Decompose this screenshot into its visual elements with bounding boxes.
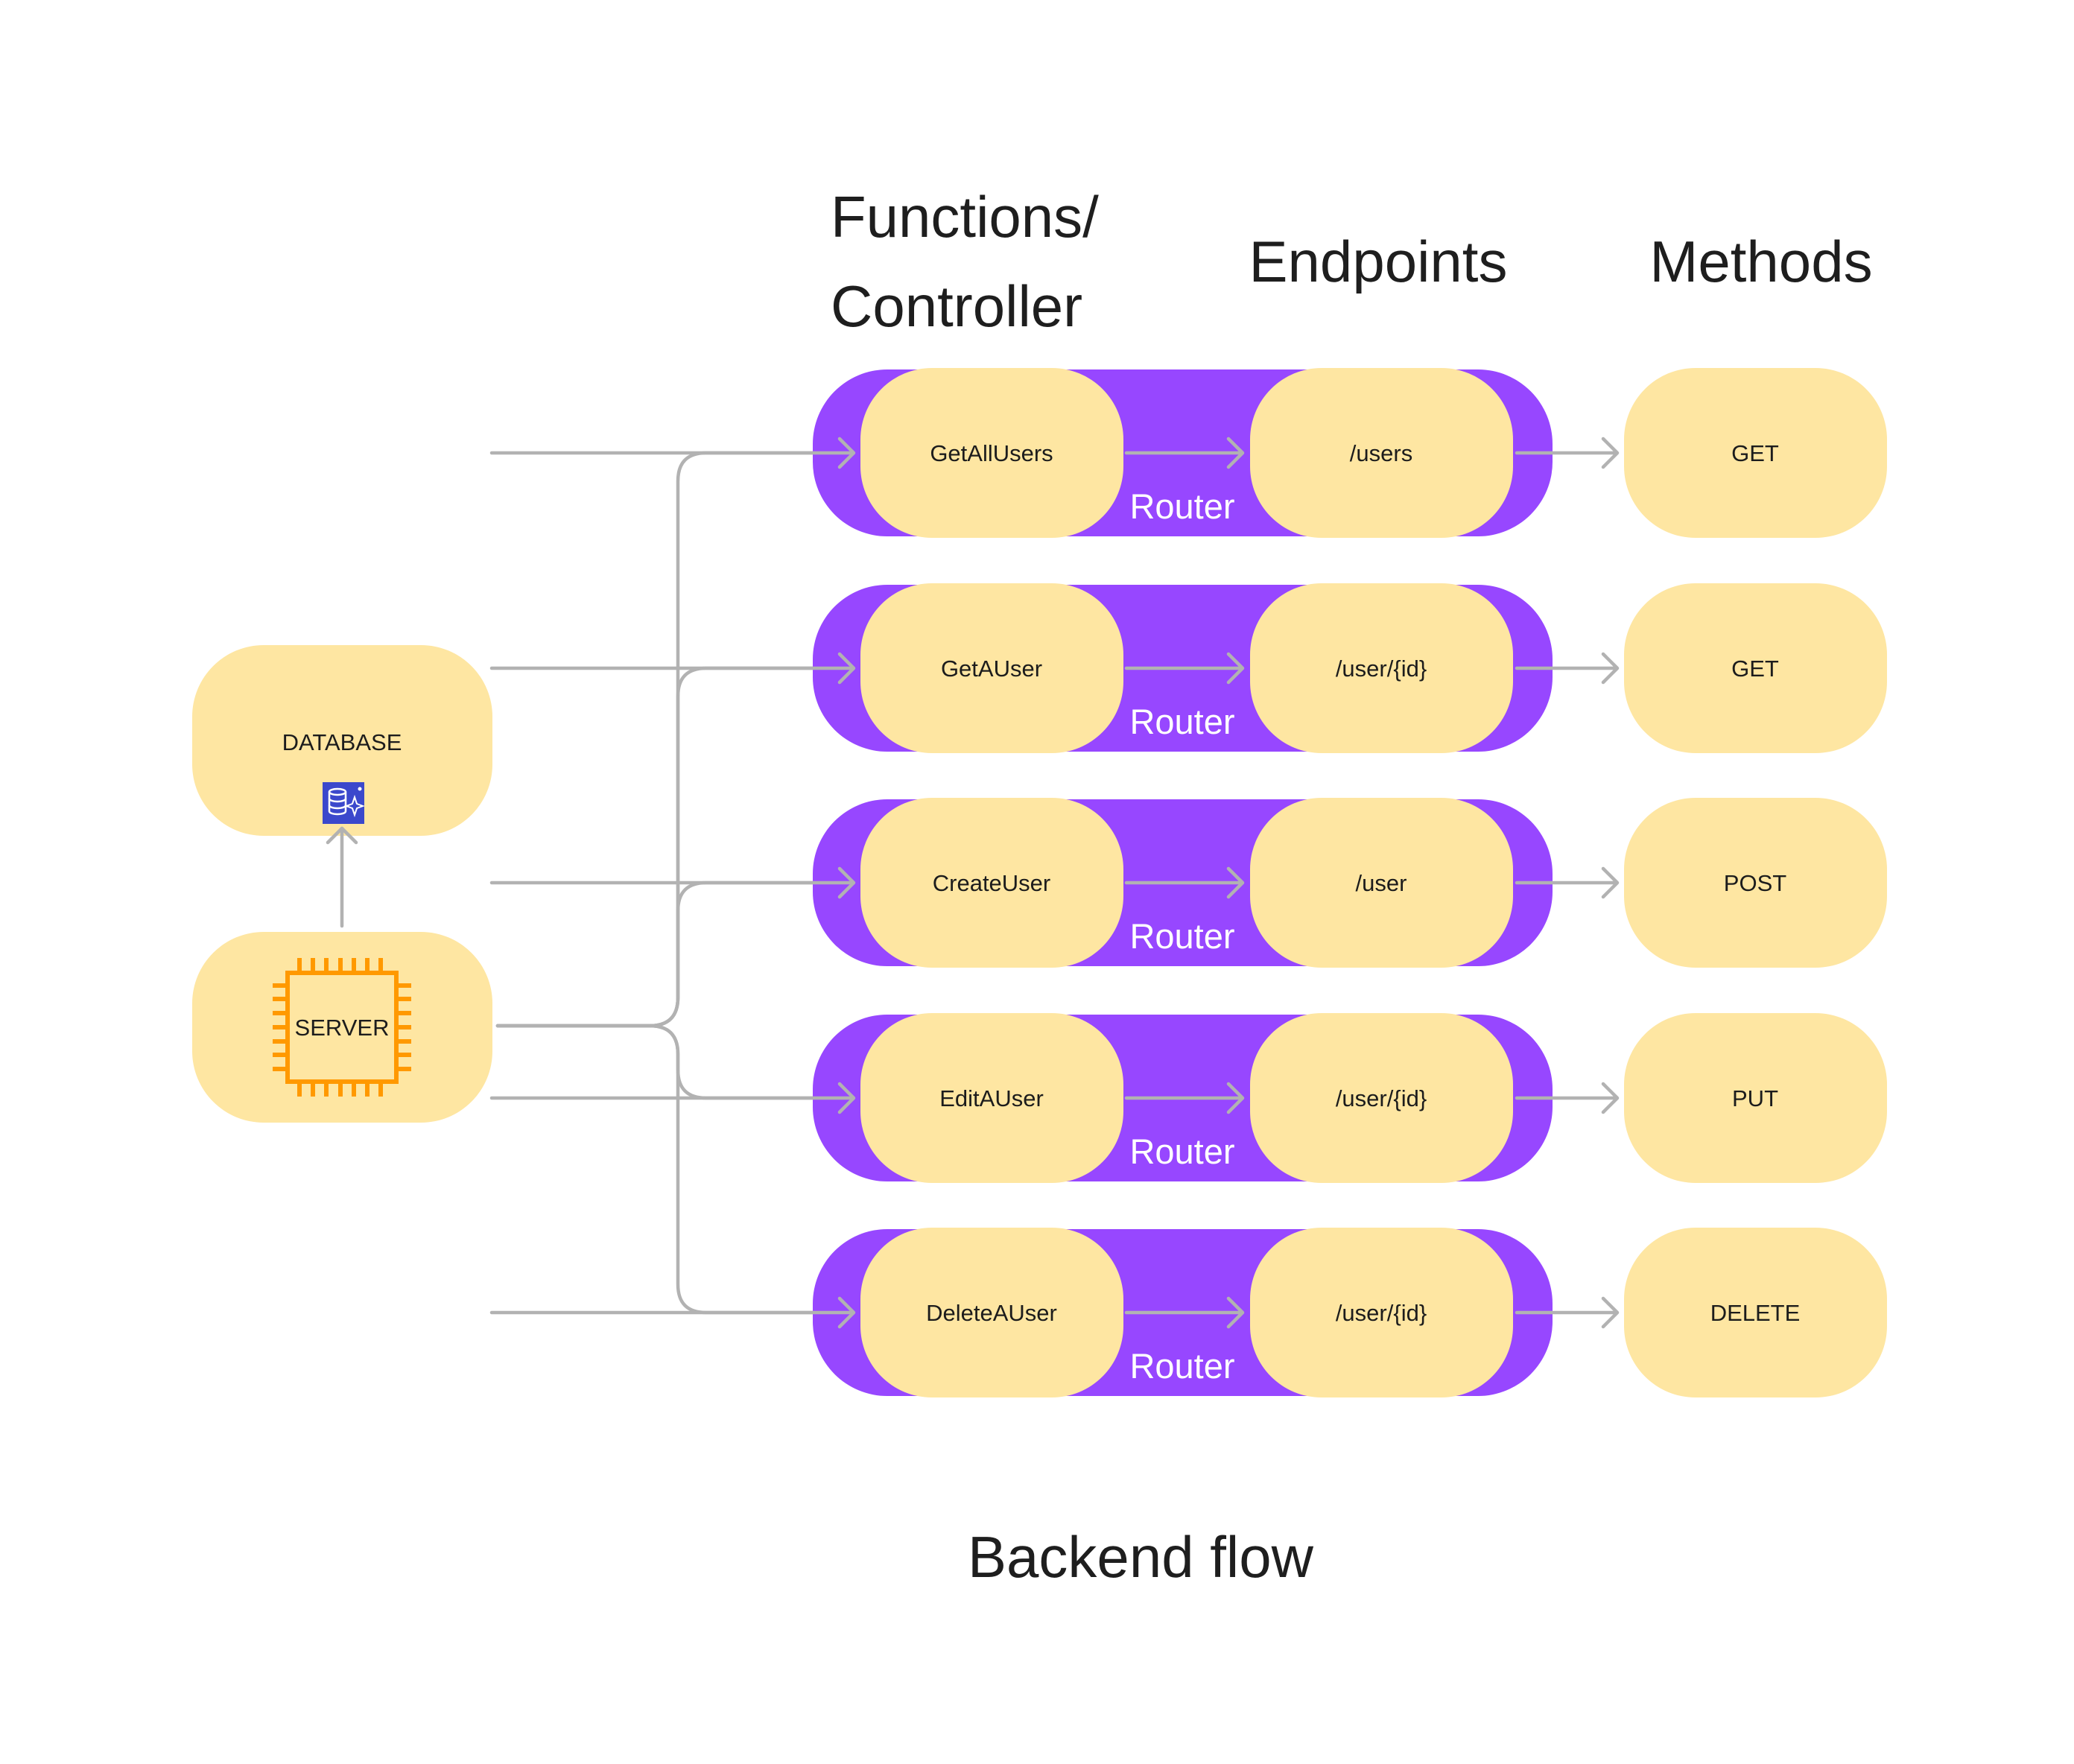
server-to-function-connector xyxy=(495,666,856,1028)
router-label: Router xyxy=(1129,1346,1234,1386)
footer-title: Backend flow xyxy=(968,1524,1314,1590)
server-label: SERVER xyxy=(295,1015,390,1041)
function-label: GetAUser xyxy=(941,656,1042,682)
arrow-to-function xyxy=(489,437,856,469)
endpoint-node[interactable]: /user xyxy=(1250,798,1513,968)
method-node[interactable]: GET xyxy=(1624,583,1887,753)
arrow-to-function xyxy=(489,1082,856,1114)
function-node[interactable]: GetAllUsers xyxy=(860,368,1123,538)
function-node[interactable]: DeleteAUser xyxy=(860,1228,1123,1397)
server-to-function-connector xyxy=(495,881,856,1028)
function-label: DeleteAUser xyxy=(926,1300,1057,1326)
database-label: DATABASE xyxy=(282,729,402,755)
method-label: PUT xyxy=(1732,1085,1778,1111)
function-to-endpoint-arrow xyxy=(1124,866,1245,899)
function-node[interactable]: CreateUser xyxy=(860,798,1123,968)
database-node[interactable]: DATABASE xyxy=(192,645,492,836)
endpoint-label: /user/{id} xyxy=(1336,656,1427,682)
endpoint-to-method-arrow xyxy=(1515,866,1620,899)
function-label: EditAUser xyxy=(939,1085,1044,1111)
endpoint-label: /users xyxy=(1350,440,1412,466)
endpoint-label: /user/{id} xyxy=(1336,1300,1427,1326)
router-label: Router xyxy=(1129,916,1234,956)
router-label: Router xyxy=(1129,1132,1234,1171)
method-node[interactable]: DELETE xyxy=(1624,1228,1887,1397)
endpoint-label: /user/{id} xyxy=(1336,1085,1427,1111)
endpoint-node[interactable]: /user/{id} xyxy=(1250,1013,1513,1183)
arrow-to-function xyxy=(489,652,856,685)
function-label: CreateUser xyxy=(933,870,1051,896)
endpoint-to-method-arrow xyxy=(1515,1296,1620,1329)
database-sparkle-icon xyxy=(323,782,365,824)
endpoint-label: /user xyxy=(1356,870,1407,896)
method-label: DELETE xyxy=(1710,1300,1801,1326)
arrow-to-function xyxy=(489,1296,856,1329)
endpoint-node[interactable]: /users xyxy=(1250,368,1513,538)
heading-methods: Methods xyxy=(1649,229,1872,294)
endpoint-node[interactable]: /user/{id} xyxy=(1250,1228,1513,1397)
function-node[interactable]: EditAUser xyxy=(860,1013,1123,1183)
function-to-endpoint-arrow xyxy=(1124,1082,1245,1114)
method-label: POST xyxy=(1724,870,1786,896)
function-to-endpoint-arrow xyxy=(1124,652,1245,685)
endpoint-to-method-arrow xyxy=(1515,437,1620,469)
endpoint-to-method-arrow xyxy=(1515,652,1620,685)
function-label: GetAllUsers xyxy=(930,440,1053,466)
method-node[interactable]: PUT xyxy=(1624,1013,1887,1183)
method-node[interactable]: GET xyxy=(1624,368,1887,538)
method-label: GET xyxy=(1731,656,1779,682)
heading-endpoints: Endpoints xyxy=(1249,229,1508,294)
arrow-to-function xyxy=(489,866,856,899)
router-label: Router xyxy=(1129,486,1234,526)
endpoint-node[interactable]: /user/{id} xyxy=(1250,583,1513,753)
endpoint-to-method-arrow xyxy=(1515,1082,1620,1114)
function-node[interactable]: GetAUser xyxy=(860,583,1123,753)
cpu-chip-icon xyxy=(273,958,411,1097)
method-label: GET xyxy=(1731,440,1779,466)
server-to-function-connector xyxy=(495,451,856,1028)
server-node[interactable]: SERVER xyxy=(192,932,492,1123)
router-label: Router xyxy=(1129,702,1234,741)
server-to-database-arrow xyxy=(326,826,358,928)
method-node[interactable]: POST xyxy=(1624,798,1887,968)
heading-functions: Functions/ xyxy=(831,184,1099,250)
server-to-function-connector xyxy=(495,1024,856,1315)
function-to-endpoint-arrow xyxy=(1124,1296,1245,1329)
function-to-endpoint-arrow xyxy=(1124,437,1245,469)
heading-controller: Controller xyxy=(831,273,1082,339)
